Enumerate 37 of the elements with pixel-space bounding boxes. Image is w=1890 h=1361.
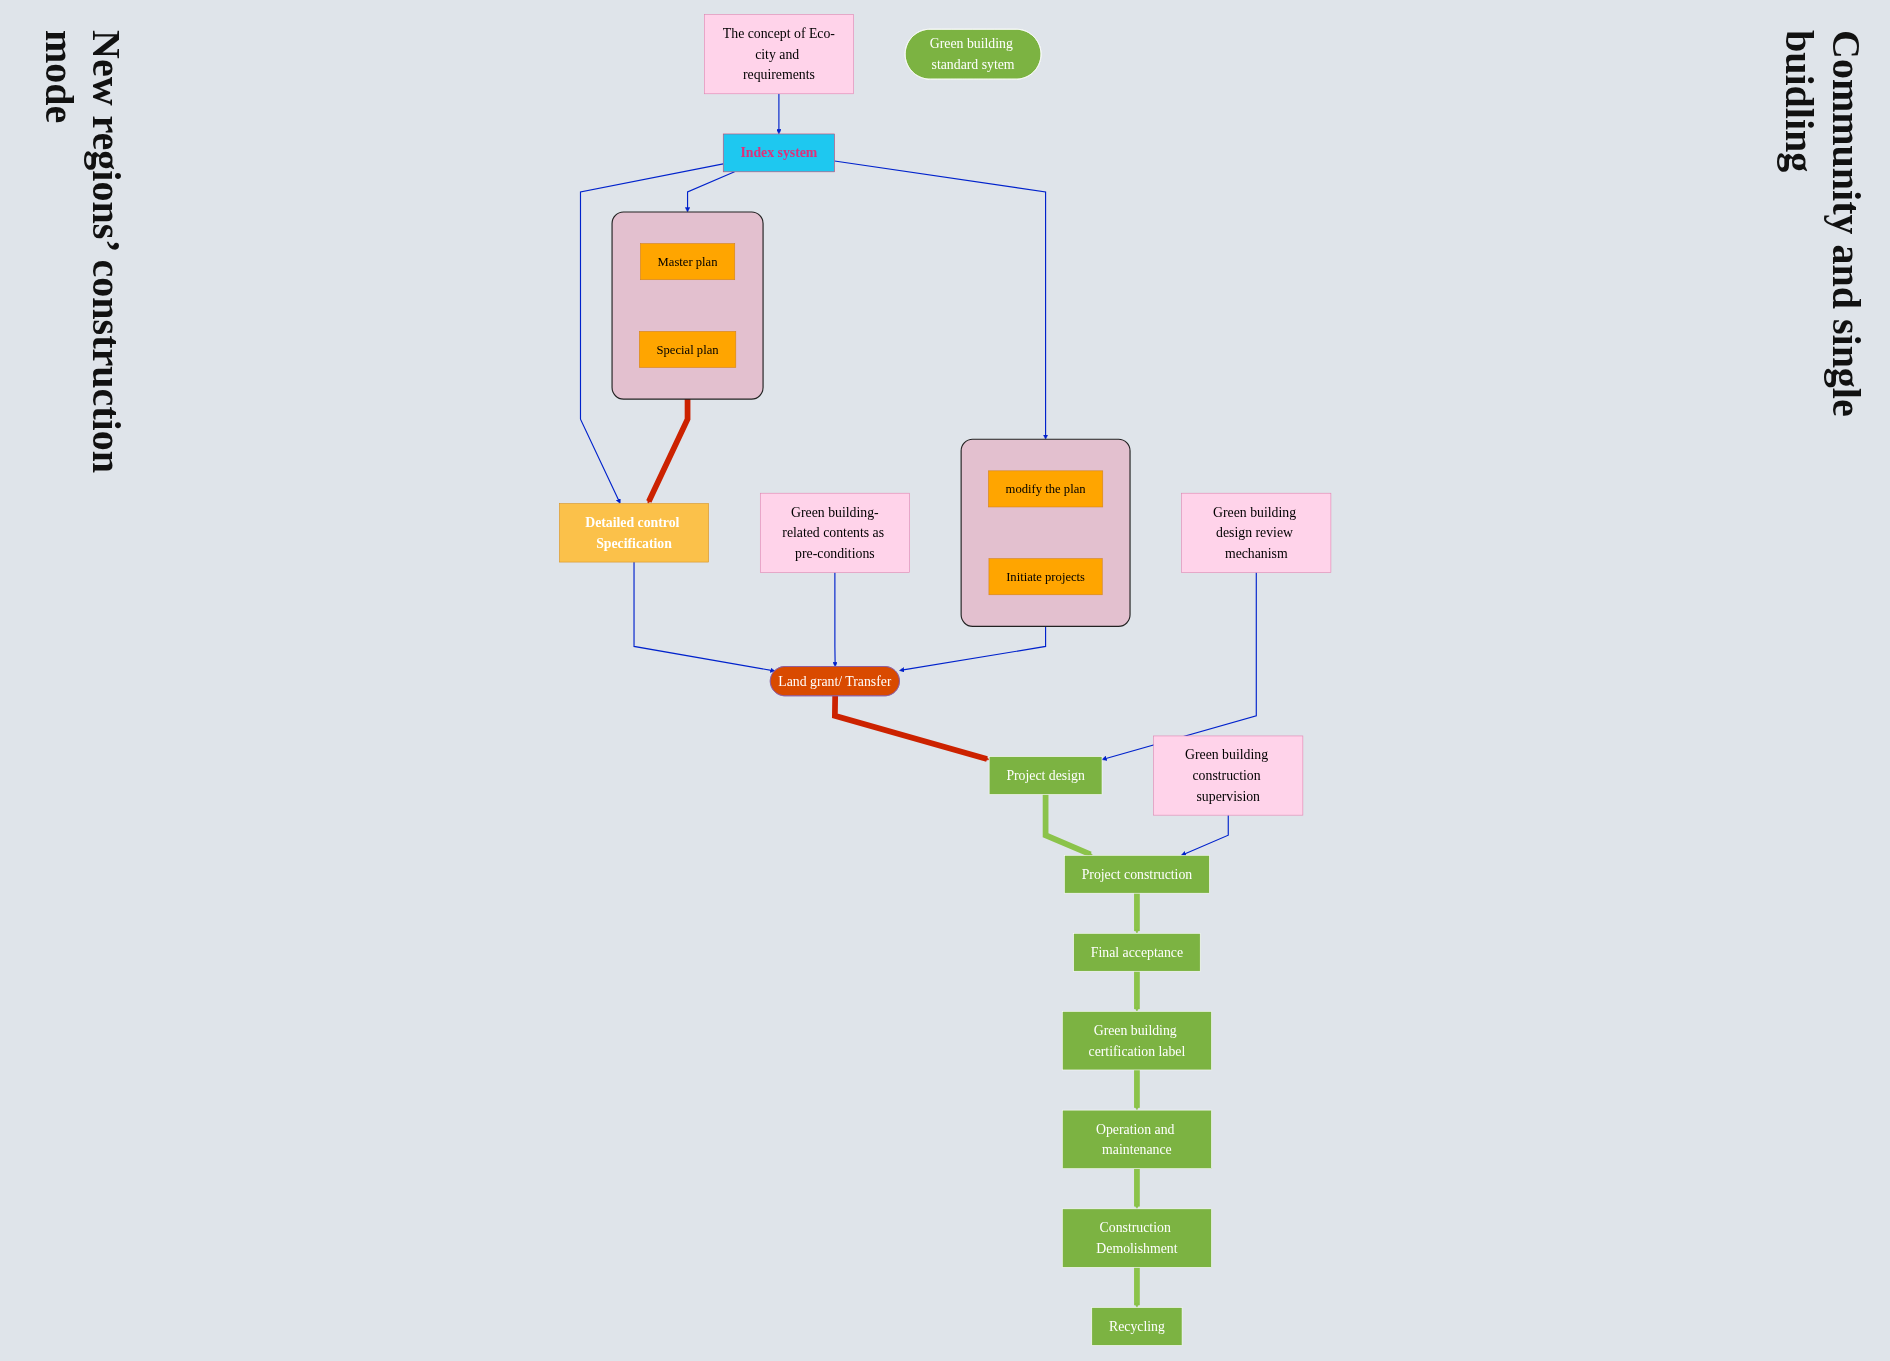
node-box: Master plan	[639, 243, 735, 280]
node-box: Final acceptance	[1073, 933, 1201, 972]
node-box: Project construction	[1064, 855, 1210, 894]
node-box: modify the plan	[987, 470, 1103, 508]
node-box: Special plan	[638, 331, 736, 368]
node-box: Detailed control Specification	[559, 503, 709, 563]
arrow	[633, 561, 775, 673]
side-label: New regions’ construction mode	[36, 30, 130, 475]
arrow	[832, 571, 838, 668]
arrow	[833, 160, 1048, 440]
cluster	[611, 211, 764, 400]
node-box: Project design	[988, 756, 1103, 795]
arrow	[1133, 971, 1140, 1012]
node-box: Construction Demolishment	[1061, 1208, 1212, 1268]
arrow	[1133, 893, 1140, 934]
cluster	[960, 438, 1131, 627]
arrow	[776, 93, 782, 135]
node-box: Green building certification label	[1061, 1011, 1212, 1071]
arrow	[831, 696, 990, 762]
arrow	[646, 399, 691, 504]
arrow	[1101, 571, 1257, 761]
arrow	[1133, 1267, 1140, 1308]
node-box: Index system	[722, 133, 835, 173]
arrow	[899, 625, 1046, 673]
node-box: Initiate projects	[988, 558, 1103, 596]
arrow	[1180, 814, 1229, 856]
arrow	[684, 171, 735, 213]
arrow	[1133, 1069, 1140, 1111]
node-box: The concept of Eco-city and requirements	[703, 14, 854, 95]
arrow	[1133, 1168, 1140, 1210]
node-box: Recycling	[1091, 1307, 1183, 1346]
node-box: Operation and maintenance	[1061, 1109, 1212, 1169]
side-label: Community and single buidling	[1776, 30, 1870, 419]
node-box: Green building construction supervision	[1153, 735, 1303, 816]
node-box: Green building design review mechanism	[1181, 492, 1331, 573]
arrow	[579, 163, 724, 504]
node-box: Green building-related contents as pre-conditions	[759, 492, 910, 573]
